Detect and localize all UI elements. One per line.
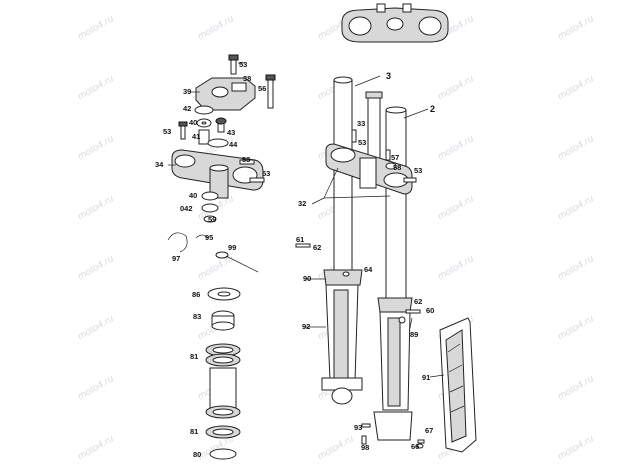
label-53b: 53: [414, 166, 422, 175]
label-53c: 53: [239, 60, 247, 69]
label-32: 32: [298, 199, 306, 208]
label-57: 57: [391, 153, 399, 162]
label-67: 67: [425, 426, 433, 435]
label-83: 83: [193, 312, 201, 321]
label-95: 95: [205, 233, 213, 242]
label-56: 56: [258, 84, 266, 93]
label-53a: 53: [358, 138, 366, 147]
clip-and-pin: [167, 232, 259, 273]
label-40b: 40: [189, 191, 197, 200]
label-81b: 81: [190, 427, 198, 436]
label-61: 61: [296, 235, 304, 244]
watermark-text: moto4.ru: [556, 13, 596, 42]
fork-crown: [325, 143, 413, 195]
label-38: 38: [243, 74, 251, 83]
watermark-text: moto4.ru: [556, 253, 596, 282]
label-60: 60: [426, 306, 434, 315]
label-44: 44: [229, 140, 238, 149]
label-62b: 62: [414, 297, 422, 306]
label-93: 93: [354, 423, 362, 432]
label-33: 33: [357, 119, 365, 128]
label-43: 43: [227, 128, 235, 137]
label-86: 86: [192, 290, 200, 299]
label-42a: 42: [183, 104, 191, 113]
watermark-text: moto4.ru: [556, 373, 596, 402]
watermark-text: moto4.ru: [76, 193, 116, 222]
watermark-text: moto4.ru: [76, 253, 116, 282]
watermark-text: moto4.ru: [76, 433, 116, 462]
fork-right-leg: [365, 91, 413, 441]
label-34: 34: [155, 160, 164, 169]
watermark-text: moto4.ru: [76, 313, 116, 342]
label-80: 80: [193, 450, 201, 459]
watermark-text: moto4.ru: [196, 13, 236, 42]
label-58: 58: [393, 163, 401, 172]
handlebar-clamp-assembly: [178, 54, 276, 148]
watermark-text: moto4.ru: [556, 193, 596, 222]
steering-stem-stack: [205, 287, 241, 460]
watermark-text: moto4.ru: [76, 373, 116, 402]
watermark-text: moto4.ru: [196, 253, 236, 282]
top-triple-clamp: [341, 3, 449, 43]
watermark-text: moto4.ru: [76, 73, 116, 102]
label-59: 59: [208, 215, 216, 224]
label-40a: 40: [189, 118, 197, 127]
lower-triple-clamp: [171, 149, 265, 223]
fork-left-leg: [321, 76, 363, 405]
callout-labels: 3 2 33 53 57 58 53 32 61 62 64 90 62 60 …: [155, 60, 435, 459]
label-2: 2: [430, 104, 435, 114]
label-39: 39: [183, 87, 191, 96]
label-66: 66: [411, 442, 419, 451]
label-042: 042: [180, 204, 193, 213]
watermark-text: moto4.ru: [556, 433, 596, 462]
label-62a: 62: [313, 243, 321, 252]
watermark-text: moto4.ru: [436, 253, 476, 282]
watermark-text: moto4.ru: [556, 133, 596, 162]
label-99: 99: [228, 243, 236, 252]
fork-guard: [439, 317, 477, 453]
leader-lines: [168, 75, 445, 378]
watermark-text: moto4.ru: [556, 313, 596, 342]
label-97: 97: [172, 254, 180, 263]
label-89: 89: [410, 330, 418, 339]
label-53f: 53: [262, 169, 270, 178]
label-53d: 53: [163, 127, 171, 136]
label-81a: 81: [190, 352, 198, 361]
watermark-text: moto4.ru: [436, 193, 476, 222]
label-3: 3: [386, 71, 391, 81]
watermark-text: moto4.ru: [556, 73, 596, 102]
label-90: 90: [303, 274, 311, 283]
label-92: 92: [302, 322, 310, 331]
watermark-text: moto4.ru: [76, 133, 116, 162]
watermark-text: moto4.ru: [436, 73, 476, 102]
label-53e: 53: [242, 155, 250, 164]
small-bolts: [295, 129, 425, 449]
watermark-text: moto4.ru: [316, 433, 356, 462]
watermark-text: moto4.ru: [76, 13, 116, 42]
label-41: 41: [192, 132, 200, 141]
watermark-text: moto4.ru: [436, 133, 476, 162]
label-98: 98: [361, 443, 369, 452]
label-64: 64: [364, 265, 373, 274]
label-91: 91: [422, 373, 430, 382]
